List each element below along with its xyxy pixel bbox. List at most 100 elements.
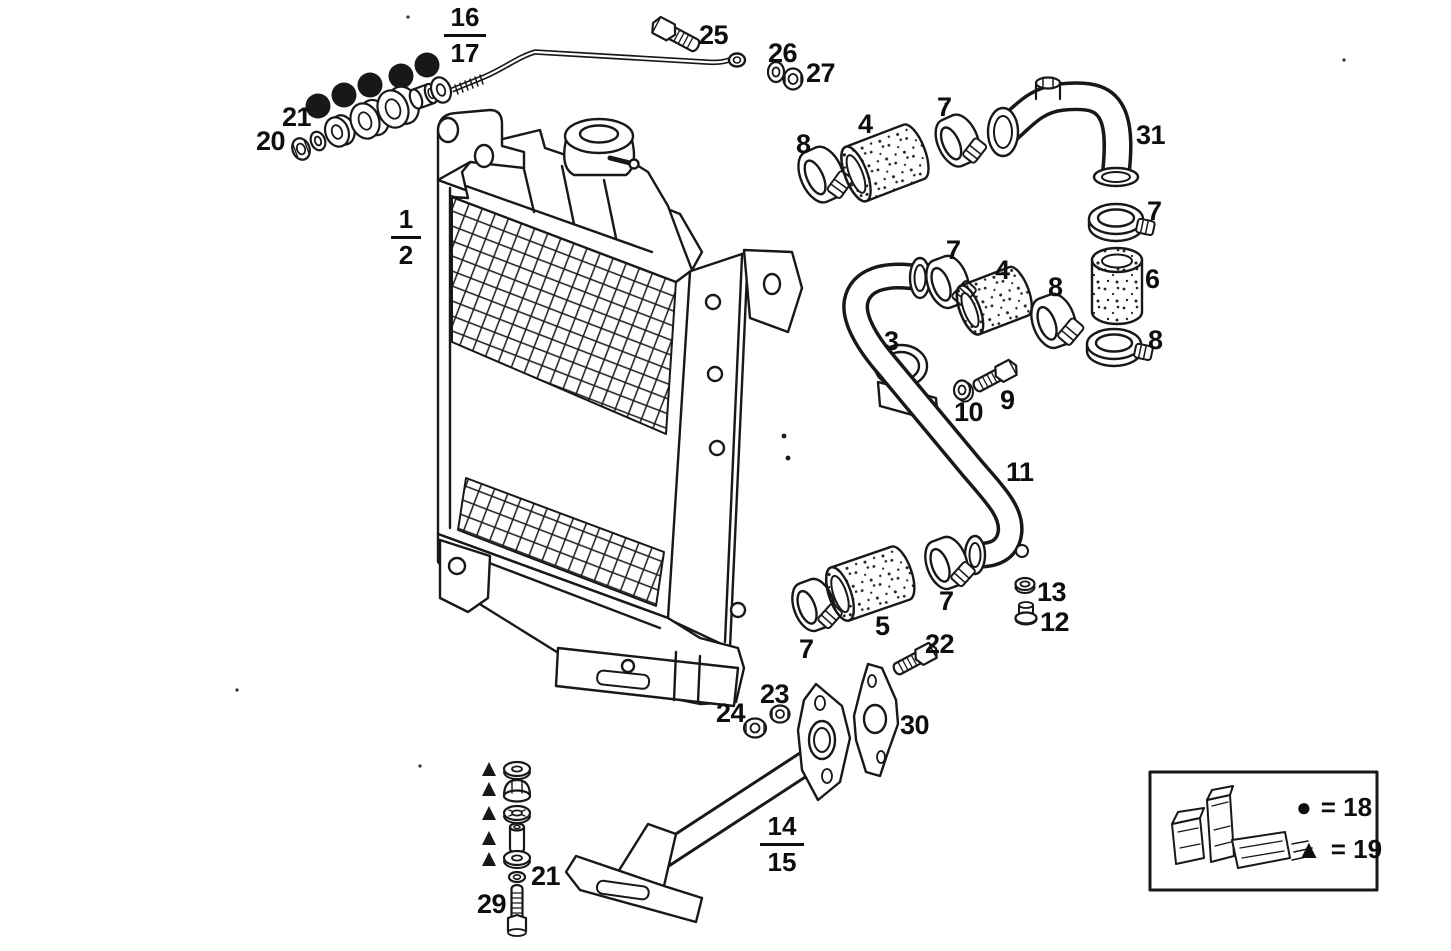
dot-marker-18 [331,82,357,108]
stack-washer-serrated [502,804,532,824]
dot-marker-18 [414,52,440,78]
fraction-denominator: 15 [760,842,804,876]
part-label-8c: 8 [1048,272,1063,302]
elbow-nut-stub [1034,76,1062,101]
bolt-25 [651,15,701,53]
hose-clamp-7a [934,113,988,168]
filler-cap [563,117,640,177]
dot-marker-18 [357,72,383,98]
part-label-7a: 7 [937,92,952,122]
nut-23 [769,704,791,724]
part-label-25: 25 [699,20,729,50]
hose-clamp-7d [924,535,976,591]
part-label-24: 24 [716,698,746,728]
legend-entry-dot: ● = 18 [1296,794,1372,820]
triangle-marker-19 [482,762,496,776]
hose-clamp-7b [1087,202,1156,243]
stack-washer [502,760,532,780]
part-label-31: 31 [1136,120,1166,150]
part-label-11: 11 [1006,457,1034,487]
washer-10 [952,379,974,403]
part-label-21a: 21 [282,102,312,132]
sleeve-hose-6 [1090,246,1144,326]
dot-marker-18 [388,63,414,89]
washer-13 [1014,576,1036,594]
part-label-5: 5 [875,611,890,641]
part-label-16-17: 16 17 [444,4,486,66]
part-label-27: 27 [806,58,836,88]
part-label-7d: 7 [939,586,954,616]
upper-hose-run [797,76,1156,368]
part-label-23: 23 [760,679,790,709]
drain-plug-12 [1014,601,1038,626]
part-label-3: 3 [884,326,899,356]
end-washer [429,76,453,104]
middle-hose-run [842,254,1085,576]
support-tube-14-15 [564,682,852,924]
legend-entry-label: = 19 [1330,834,1383,864]
part-label-21b: 21 [531,861,561,891]
triangle-marker-icon: ▲ [1296,834,1322,864]
gasket-30 [852,662,900,778]
elbow-pipe-31 [986,76,1140,188]
triangle-marker-19 [482,831,496,845]
part-label-7b: 7 [1147,196,1162,226]
dot-marker-icon: ● [1296,792,1312,822]
part-label-12: 12 [1040,607,1070,637]
hose-clamp-8b [1085,327,1154,368]
dot-marker-18 [305,93,331,119]
legend-entry-label: = 18 [1320,792,1373,822]
part-label-8a: 8 [796,129,811,159]
legend-box [1148,770,1379,892]
washer-21 [309,130,327,152]
hose-5 [824,545,916,622]
nut-20 [291,137,311,161]
bolt-22 [892,641,938,676]
stack-dome-bushing [502,778,532,803]
lower-hose-run [791,535,1038,633]
fraction-numerator: 14 [767,811,797,841]
bolt-9 [972,358,1018,393]
triangle-marker-19 [482,782,496,796]
stack-washer [502,849,532,869]
hose-clamp-8c [1030,292,1085,350]
fraction-numerator: 16 [450,2,480,32]
part-label-6: 6 [1145,264,1160,294]
part-label-4a: 4 [858,109,873,139]
washer-26 [766,60,786,84]
part-label-7e: 7 [799,634,814,664]
legend-parts-boxes [1171,785,1313,869]
washer-21b [507,870,527,884]
part-label-7c: 7 [946,235,961,265]
tie-rod-16-17 [450,49,747,95]
part-label-8b: 8 [1148,325,1163,355]
part-label-9: 9 [1000,385,1015,415]
bolt-29 [506,883,528,937]
hose-4a [840,123,930,203]
bottom-bracket-assembly [564,641,938,924]
legend-entry-triangle: ▲ = 19 [1296,836,1382,862]
part-label-26: 26 [768,38,798,68]
part-label-1-2: 1 2 [391,206,421,268]
mount-stack [482,760,532,937]
part-label-10: 10 [954,397,984,427]
part-label-30: 30 [900,710,930,740]
nut-24 [742,717,768,739]
triangle-marker-19 [482,806,496,820]
part-label-4b: 4 [995,255,1010,285]
grommet [376,85,420,129]
part-label-13: 13 [1037,577,1067,607]
part-label-14-15: 14 15 [760,813,804,875]
fraction-denominator: 17 [444,33,486,67]
part-label-20: 20 [256,126,286,156]
triangle-marker-19 [482,852,496,866]
nut-27 [782,67,804,91]
part-label-29: 29 [477,889,507,919]
part-label-22: 22 [925,629,955,659]
fraction-denominator: 2 [391,235,421,269]
radiator-assembly [436,108,804,708]
hose-4b [955,265,1033,336]
washer [323,114,356,148]
